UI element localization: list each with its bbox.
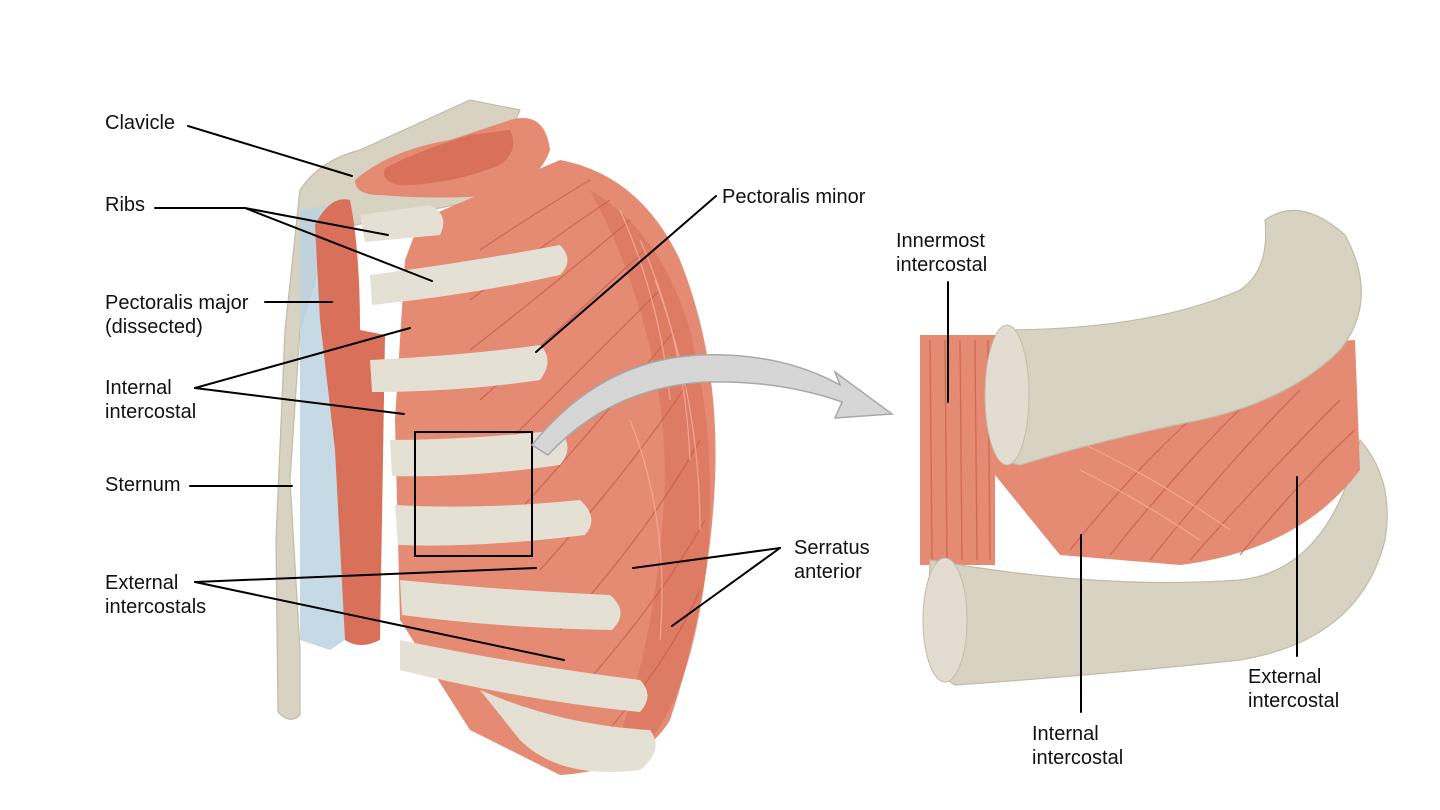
rib-4 <box>390 430 568 477</box>
label-external-intercostal-right-line2: intercostal <box>1248 690 1339 712</box>
rib-3 <box>370 345 548 392</box>
zoom-arrow <box>530 354 895 456</box>
label-internal-intercostal-left-line1: Internal <box>105 377 172 399</box>
innermost-fibers <box>929 339 991 561</box>
thorax-illustration <box>275 99 895 775</box>
label-pectoralis-major-line2: (dissected) <box>105 316 203 338</box>
label-innermost-intercostal-line2: intercostal <box>896 254 987 276</box>
label-external-intercostals-line1: External <box>105 572 178 594</box>
intercostal-detail-illustration <box>920 209 1388 686</box>
labels: Clavicle Ribs Pectoralis major (dissecte… <box>105 112 1339 769</box>
label-pectoralis-minor: Pectoralis minor <box>722 186 866 208</box>
rib-6 <box>400 580 621 630</box>
detail-box <box>414 431 533 557</box>
rib-7 <box>400 640 648 712</box>
rib-8 <box>480 690 656 772</box>
label-serratus-anterior-line1: Serratus <box>794 537 870 559</box>
innermost-intercostal-muscle <box>920 335 995 565</box>
label-internal-intercostal-left-line2: intercostal <box>105 401 196 423</box>
label-internal-intercostal-right-line2: intercostal <box>1032 747 1123 769</box>
label-external-intercostals-line2: intercostals <box>105 596 206 618</box>
lower-rib <box>928 438 1388 686</box>
label-internal-intercostal-right-line1: Internal <box>1032 723 1099 745</box>
label-external-intercostal-right-line1: External <box>1248 666 1321 688</box>
upper-rib-end <box>984 324 1030 466</box>
label-pectoralis-major-line1: Pectoralis major <box>105 292 249 314</box>
rib-2 <box>370 245 568 305</box>
label-innermost-intercostal-line1: Innermost <box>896 230 985 252</box>
pectoralis-major-column <box>315 199 385 645</box>
leader-lines <box>154 125 1298 713</box>
ribs-group <box>360 205 656 772</box>
upper-rib <box>988 209 1362 466</box>
clavicle-cut-surface <box>384 130 514 185</box>
lower-rib-end <box>922 557 968 683</box>
serratus-shadow <box>590 190 710 740</box>
label-serratus-anterior-line2: anterior <box>794 561 862 583</box>
external-fibers <box>1069 389 1356 561</box>
rib-5 <box>395 500 592 546</box>
label-sternum: Sternum <box>105 474 181 496</box>
label-ribs: Ribs <box>105 194 145 216</box>
label-clavicle: Clavicle <box>105 112 175 134</box>
